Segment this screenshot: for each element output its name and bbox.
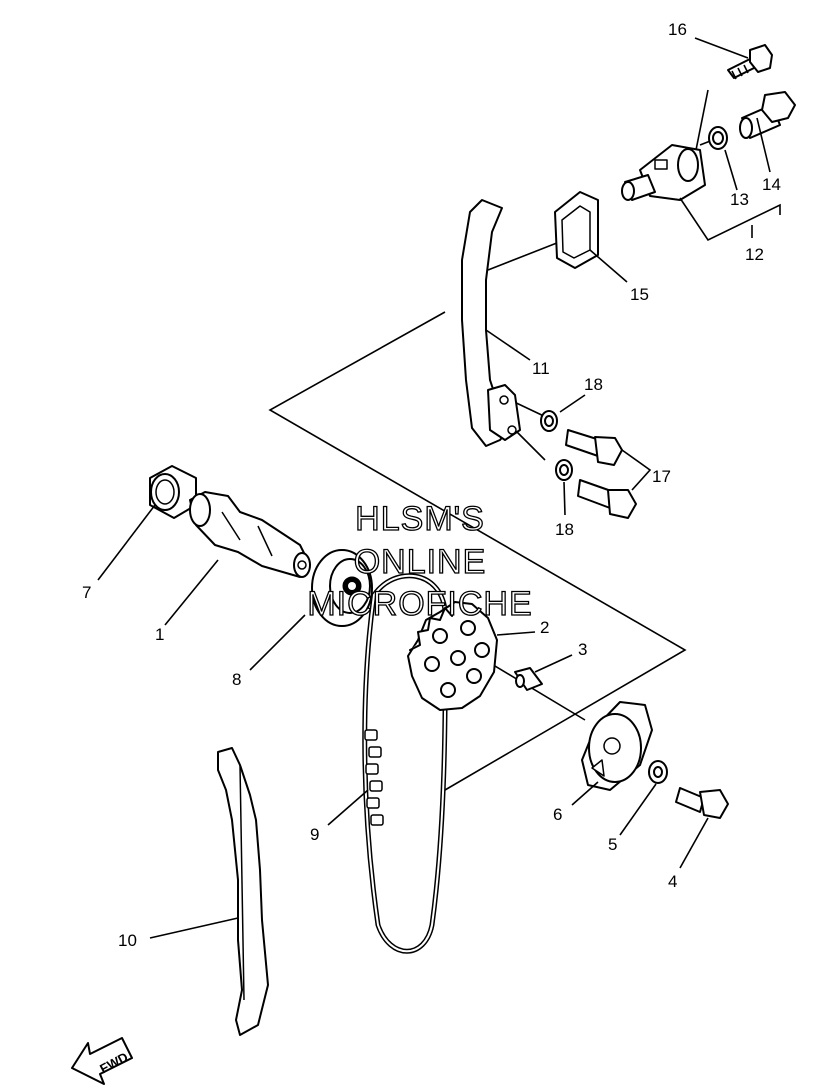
part-16-bolt [727,44,773,80]
callout-7: 7 [82,583,91,602]
part-12-tensioner-assembly [621,144,706,201]
callout-14: 14 [762,175,781,194]
part-11-tensioner-guide [461,199,521,447]
fwd-arrow-icon: FWD [71,1037,133,1085]
callout-leaders [97,37,781,939]
callout-4: 4 [668,872,677,891]
part-18-washer-lower [555,459,573,481]
part-2-cam-sprocket [407,601,498,711]
part-10-chain-guide [217,747,269,1036]
callout-15: 15 [630,285,649,304]
part-3-dowel-pin [514,667,543,691]
callout-17: 17 [652,467,671,486]
part-6-plate [581,701,653,791]
callout-3: 3 [578,640,587,659]
part-18-washer-upper [540,410,558,432]
part-9-timing-chain [362,573,448,954]
callout-10: 10 [118,931,137,950]
callout-5: 5 [608,835,617,854]
part-5-washer [648,760,668,784]
callout-13: 13 [730,190,749,209]
callout-1: 1 [155,625,164,644]
watermark-line-2: ONLINE [354,543,487,581]
part-4-bolt [675,787,729,819]
part-14-cap-bolt [739,91,796,139]
callout-18-lower: 18 [555,520,574,539]
part-13-gasket [708,126,728,150]
callout-labels: 16 14 13 12 15 11 18 17 18 7 1 8 2 3 6 5… [82,20,781,950]
callout-16: 16 [668,20,687,39]
callout-8: 8 [232,670,241,689]
callout-11: 11 [532,359,550,378]
callout-9: 9 [310,825,319,844]
watermark: HLSM'S ONLINE MICROFICHE [307,499,533,623]
part-17-bolt-lower [577,479,637,519]
part-17-bolt-upper [565,429,623,466]
callout-6: 6 [553,805,562,824]
part-15-gasket-plate [554,191,599,269]
part-7-bearing [149,465,197,519]
watermark-line-3: MICROFICHE [307,585,532,623]
watermark-line-1: HLSM'S [355,500,485,538]
part-1-camshaft [189,491,311,578]
part-8-bearing [311,549,373,627]
callout-12: 12 [745,245,764,264]
callout-18-upper: 18 [584,375,603,394]
callout-2: 2 [540,618,549,637]
